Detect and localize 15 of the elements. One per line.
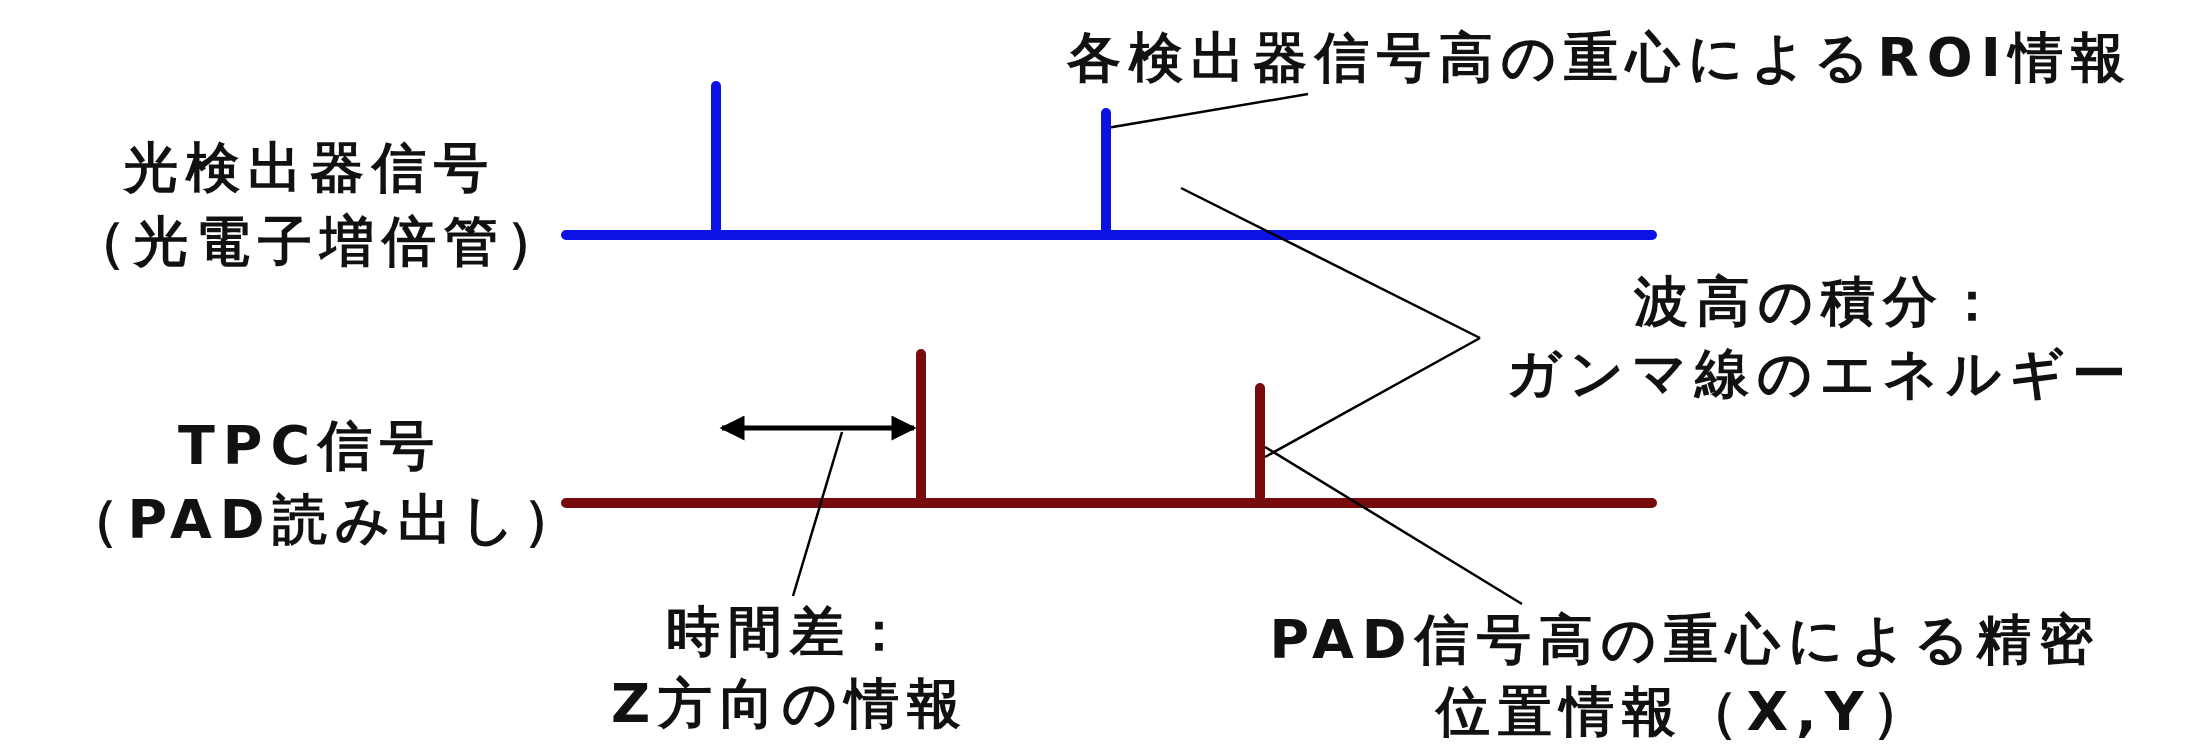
annotation-text: 波高の積分： bbox=[1633, 269, 2007, 335]
annotation-text: 各検出器信号高の重心によるROI情報 bbox=[1067, 25, 2133, 91]
annotation-text: 位置情報（X,Y） bbox=[1436, 679, 1934, 745]
annotation-text: 時間差： bbox=[666, 599, 914, 665]
leader-line bbox=[791, 431, 844, 597]
signal-label: TPC信号 bbox=[176, 413, 443, 479]
leader-line bbox=[1180, 186, 1481, 340]
leader-line bbox=[1264, 336, 1481, 459]
annotation-text: ガンマ線のエネルギー bbox=[1506, 341, 2134, 407]
signal-label: （光電子増倍管） bbox=[71, 209, 569, 275]
annotation-text: PAD信号高の重心による精密 bbox=[1269, 607, 2101, 673]
annotation-text: Z方向の情報 bbox=[610, 671, 970, 737]
signal-label: （PAD読み出し） bbox=[64, 487, 586, 553]
leader-line bbox=[1264, 445, 1523, 606]
signal-label: 光検出器信号 bbox=[122, 135, 497, 201]
